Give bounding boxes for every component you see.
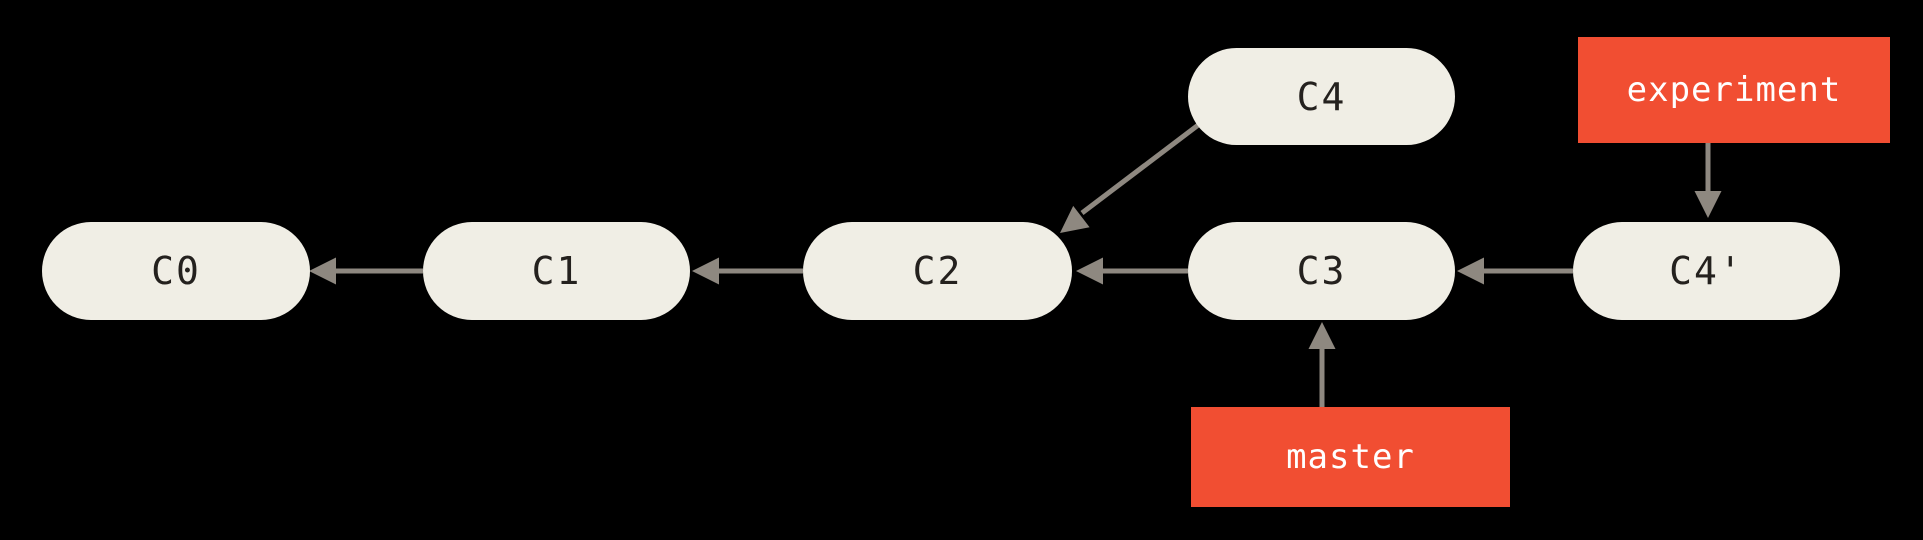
edge-master-to-c3 <box>1308 322 1336 410</box>
edge-c1-to-c0 <box>309 257 423 285</box>
arrowhead-icon <box>1076 257 1103 285</box>
commit-node-c4: C4 <box>1188 48 1455 145</box>
commit-label-c3: C3 <box>1296 249 1347 293</box>
branch-label-master-text: master <box>1286 437 1415 477</box>
commit-label-c4-prime: C4' <box>1669 249 1744 293</box>
commit-node-c0: C0 <box>42 222 310 320</box>
edge-c2-to-c1 <box>692 257 803 285</box>
commit-label-c4: C4 <box>1296 74 1347 119</box>
commit-label-c0: C0 <box>151 249 201 293</box>
edge-experiment-to-c4p <box>1694 140 1722 218</box>
arrowhead-icon <box>1694 191 1722 218</box>
arrowhead-icon <box>1308 322 1336 349</box>
arrowhead-icon <box>1060 205 1090 233</box>
branch-label-experiment-text: experiment <box>1626 70 1842 110</box>
branch-label-experiment: experiment <box>1578 37 1890 143</box>
edge-c3-to-c2 <box>1076 257 1188 285</box>
branch-label-master: master <box>1191 407 1510 507</box>
commit-node-c2: C2 <box>803 222 1072 320</box>
arrowhead-icon <box>692 257 719 285</box>
edge-c4p-to-c3 <box>1457 257 1573 285</box>
commit-label-c2: C2 <box>912 249 963 293</box>
commit-node-c1: C1 <box>423 222 690 320</box>
arrowhead-icon <box>309 257 336 285</box>
commit-label-c1: C1 <box>531 249 582 293</box>
arrowhead-icon <box>1457 257 1484 285</box>
commit-node-c4-prime: C4' <box>1573 222 1840 320</box>
commit-node-c3: C3 <box>1188 222 1455 320</box>
